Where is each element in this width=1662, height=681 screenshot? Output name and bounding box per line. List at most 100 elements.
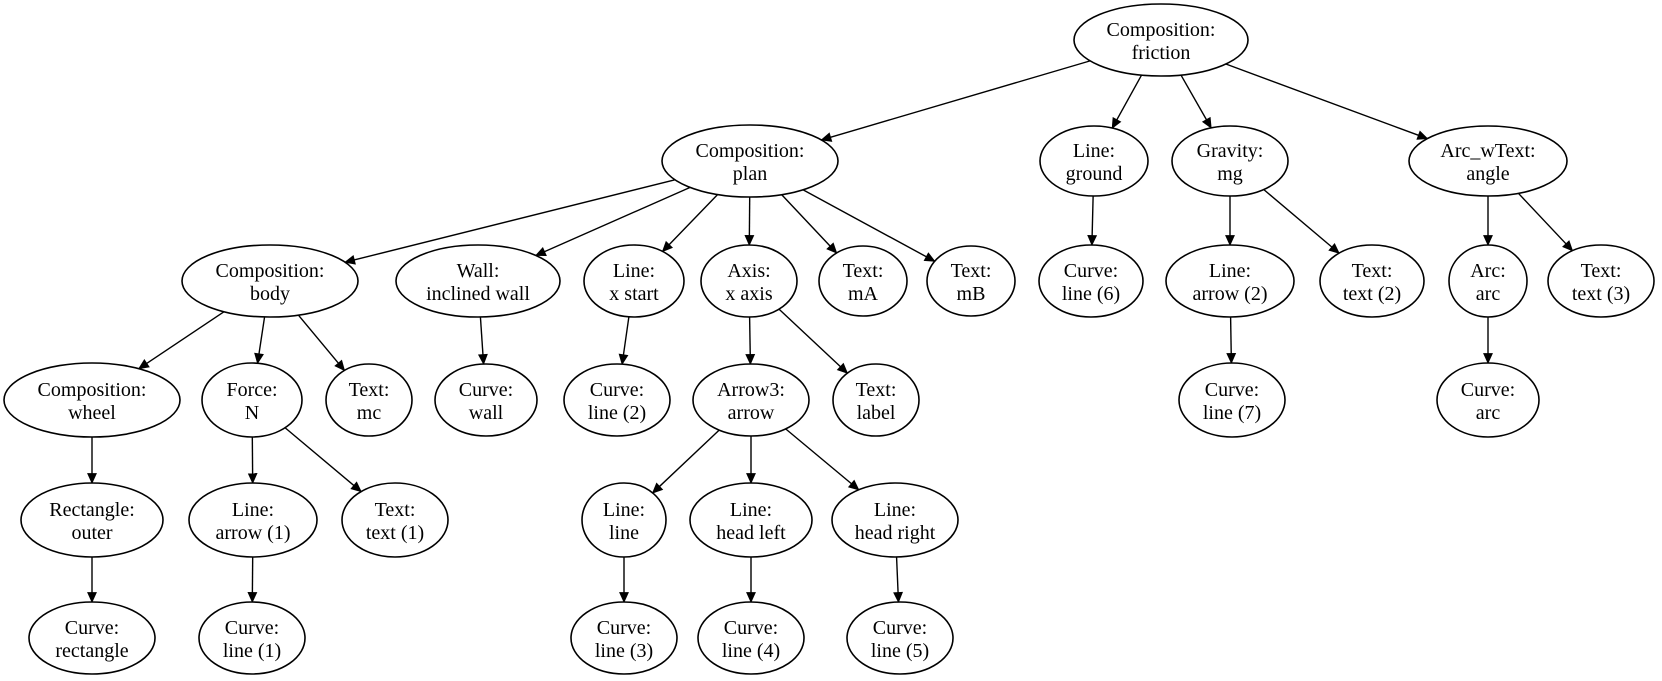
node-label: Line:arrow (2) [1193,260,1268,305]
node-ellipse [341,482,449,558]
node-label: Composition:plan [696,140,805,185]
node-label: Curve:line (4) [722,617,780,662]
edge-angle-to-text3 [1517,192,1574,252]
node-label: Force:N [226,379,277,424]
tree-node-x_start: Line:x start [583,244,685,318]
tree-node-x_axis: Axis:x axis [700,244,798,318]
node-ellipse [1436,362,1540,438]
node-ellipse [926,245,1016,317]
node-label: Rectangle:outer [49,499,135,544]
tree-node-curve_rect: Curve:rectangle [28,601,156,675]
tree-node-friction: Composition:friction [1073,3,1249,77]
node-label: Line:head left [716,499,786,544]
node-ellipse [661,124,839,198]
tree-node-line6: Curve:line (6) [1038,244,1144,318]
node-label: Line:head right [855,499,936,544]
node-label: Composition:wheel [38,379,147,424]
node-ellipse [3,362,181,438]
tree-node-forceN: Force:N [201,362,303,438]
tree-node-arrow1: Line:arrow (1) [188,482,318,558]
node-label: Text:text (3) [1572,260,1630,305]
edge-arrow3-to-head_right [785,428,860,491]
edge-x_start-to-line2 [618,316,630,366]
edges-layer [87,60,1574,604]
node-ellipse [1171,125,1289,197]
tree-node-head_left: Line:head left [689,482,813,558]
node-label: Text:mc [349,379,390,424]
tree-node-curve_arc: Curve:arc [1436,362,1540,438]
node-label: Text:text (2) [1343,260,1401,305]
edge-inclined_wall-to-curve_wall [477,316,488,366]
edge-plan-to-body [344,179,676,265]
tree-node-line2: Curve:line (2) [563,363,671,437]
edge-body-to-forceN [254,316,266,365]
node-ellipse [201,362,303,438]
node-label: Arc:arc [1470,260,1506,305]
tree-node-text3: Text:text (3) [1547,244,1655,318]
node-ellipse [1038,244,1144,318]
tree-node-mB: Text:mB [926,245,1016,317]
tree-node-arc: Arc:arc [1448,244,1528,318]
node-ellipse [1073,3,1249,77]
node-ellipse [700,244,798,318]
tree-node-angle: Arc_wText:angle [1408,125,1568,197]
node-ellipse [1165,244,1295,318]
tree-node-line5: Curve:line (5) [846,601,954,675]
tree-node-arrow3: Arrow3:arrow [692,363,810,437]
node-ellipse [689,482,813,558]
node-ellipse [1319,244,1425,318]
node-label: Curve:line (3) [595,617,653,662]
tree-node-wheel: Composition:wheel [3,362,181,438]
edge-mg-to-text2 [1263,188,1340,254]
node-label: Curve:line (7) [1203,379,1261,424]
node-label: Curve:line (1) [223,617,281,662]
tree-node-text1: Text:text (1) [341,482,449,558]
node-ellipse [198,601,306,675]
tree-node-body: Composition:body [181,244,359,318]
edge-body-to-wheel [137,311,225,370]
node-label: Text:label [856,379,897,424]
node-label: Line:ground [1066,140,1123,185]
tree-node-mA: Text:mA [818,245,908,317]
tree-node-line1: Curve:line (1) [198,601,306,675]
node-ellipse [818,245,908,317]
node-label: Line:x start [609,260,659,305]
edge-plan-to-inclined_wall [534,186,691,257]
tree-node-mc: Text:mc [325,363,413,437]
node-ellipse [1547,244,1655,318]
tree-node-mg: Gravity:mg [1171,125,1289,197]
node-ellipse [181,244,359,318]
node-ellipse [1448,244,1528,318]
tree-node-line_line: Line:line [581,482,667,558]
node-label: Arc_wText:angle [1440,140,1535,185]
edge-arrow3-to-line_line [651,429,720,494]
node-label: Axis:x axis [725,260,772,305]
node-ellipse [581,482,667,558]
edge-friction-to-angle [1225,63,1429,140]
node-label: Line:arrow (1) [216,499,291,544]
edge-friction-to-ground [1111,74,1143,130]
node-ellipse [846,601,954,675]
tree-node-arrow2: Line:arrow (2) [1165,244,1295,318]
edge-x_axis-to-arrow3 [745,316,756,366]
node-label: Text:text (1) [366,499,424,544]
edge-friction-to-mg [1180,74,1212,129]
tree-node-curve_wall: Curve:wall [434,363,538,437]
node-ellipse [583,244,685,318]
node-ellipse [692,363,810,437]
tree-node-plan: Composition:plan [661,124,839,198]
tree-node-head_right: Line:head right [831,482,959,558]
edge-body-to-mc [297,314,346,372]
tree-node-ground: Line:ground [1039,125,1149,197]
node-label: Arrow3:arrow [717,379,785,424]
node-ellipse [832,363,920,437]
node-ellipse [563,363,671,437]
tree-node-text2: Text:text (2) [1319,244,1425,318]
node-ellipse [395,244,561,318]
nodes-layer: Composition:frictionComposition:planLine… [3,3,1655,675]
node-ellipse [434,363,538,437]
node-ellipse [697,601,805,675]
edge-ground-to-line6 [1087,195,1098,247]
